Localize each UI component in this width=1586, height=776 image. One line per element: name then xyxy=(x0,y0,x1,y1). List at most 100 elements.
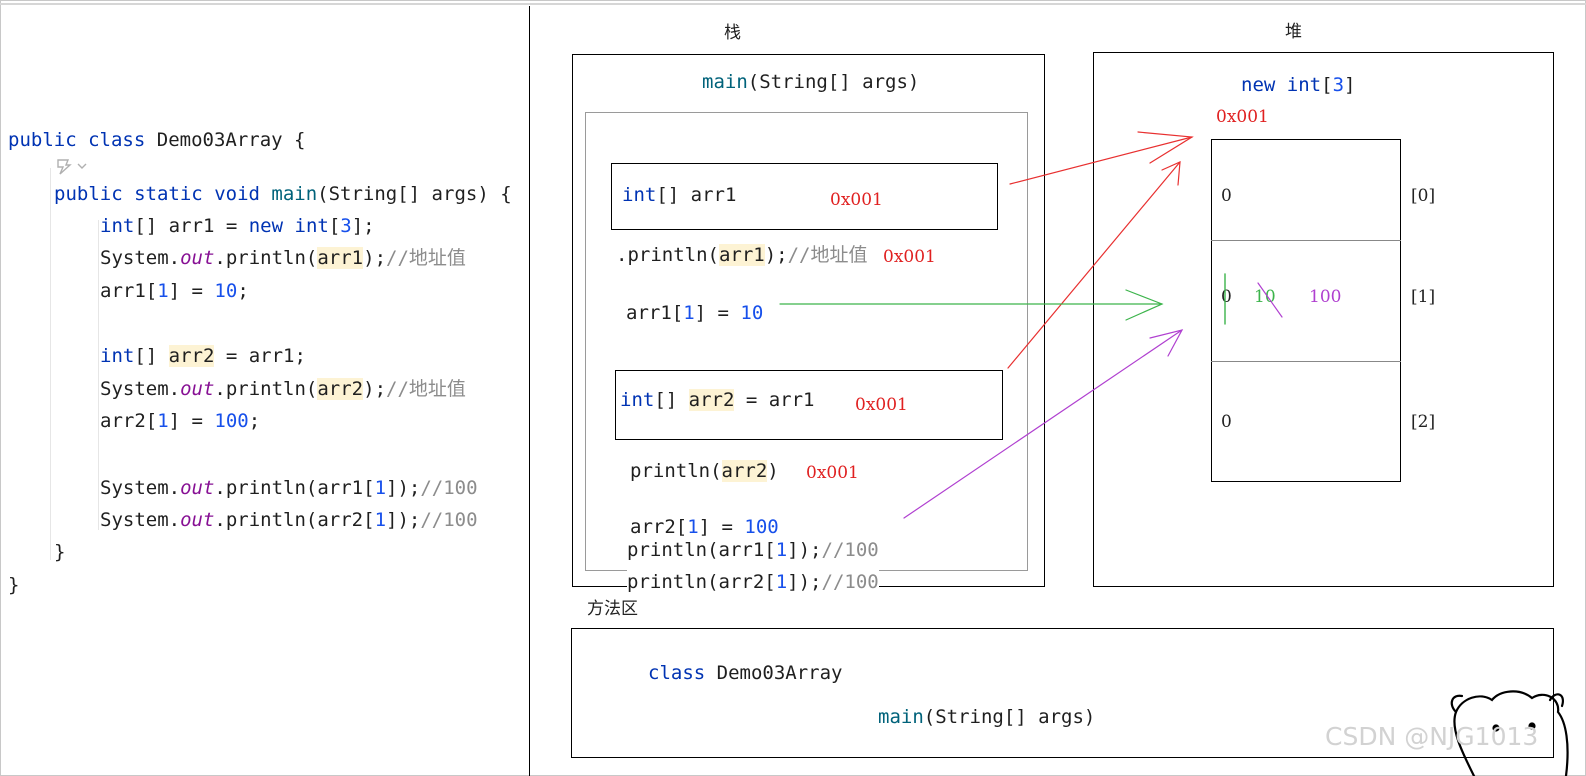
code-line-close-inner: } xyxy=(54,540,65,564)
bear-outline xyxy=(1453,690,1569,776)
code-token: { xyxy=(294,129,306,151)
code-token: System. xyxy=(100,477,181,499)
heap-address: 0x001 xyxy=(1216,107,1269,127)
code-token: ]); xyxy=(386,509,421,531)
println1-address: 0x001 xyxy=(883,247,936,267)
code-token: ] = xyxy=(694,302,741,324)
code-token: .println( xyxy=(616,244,719,266)
cartoon-bear xyxy=(1450,690,1569,776)
code-token: 1 xyxy=(374,509,387,531)
code-token: arr2 xyxy=(168,345,215,367)
code-token: 1 xyxy=(775,571,788,593)
code-token: ] = xyxy=(168,280,215,302)
heap-box xyxy=(1093,52,1554,587)
code-token: arr2 xyxy=(317,378,364,400)
watermark: CSDN @NJG1013 xyxy=(1325,722,1539,751)
indent-guide xyxy=(50,168,51,560)
code-token: ] = xyxy=(168,410,215,432)
arr2-declaration: int[] arr2 = arr1 xyxy=(620,388,815,412)
code-token: 3 xyxy=(1332,74,1345,96)
code-token: ); xyxy=(363,378,387,400)
stack-println-arr1: .println(arr1);//地址值 xyxy=(616,243,868,267)
code-token: .println(arr2[ xyxy=(214,509,375,531)
code-token: [] arr1 = xyxy=(134,215,249,237)
code-token: ] = xyxy=(698,516,745,538)
code-comment: //100 xyxy=(821,571,879,593)
code-token: //地址值 xyxy=(386,247,466,269)
code-token: } xyxy=(8,574,20,596)
code-token: [] xyxy=(654,389,689,411)
code-token: 1 xyxy=(374,477,387,499)
code-token: .println( xyxy=(214,378,318,400)
cell-1-value-10: 10 xyxy=(1254,287,1276,307)
code-token: 1 xyxy=(687,516,699,538)
code-token: 10 xyxy=(214,280,238,302)
arr1-address: 0x001 xyxy=(830,190,883,210)
code-token: Demo03Array xyxy=(705,662,843,684)
code-token: 1 xyxy=(775,539,788,561)
code-token: out xyxy=(180,509,215,531)
cell-2-index: [2] xyxy=(1411,412,1436,432)
stack-println-arr2: println(arr2) xyxy=(630,459,779,483)
array-cells-box xyxy=(1211,139,1401,482)
code-token: System. xyxy=(100,247,181,269)
stack-assign-arr2: arr2[1] = 100 xyxy=(630,515,779,539)
code-token: [ xyxy=(328,215,341,237)
bear-eye xyxy=(1528,722,1536,730)
code-token: arr1[ xyxy=(100,280,158,302)
method-area-title: 方法区 xyxy=(587,599,638,619)
code-token: = arr1; xyxy=(214,345,306,367)
println2-address: 0x001 xyxy=(806,463,859,483)
code-token: arr1[ xyxy=(626,302,684,324)
code-token: void xyxy=(214,183,260,205)
stack-println-arr2-index: println(arr2[1]);//100 xyxy=(627,570,879,594)
arrow-assign-arr2 xyxy=(903,329,1183,519)
code-token: ); xyxy=(764,244,788,266)
method-area-main: main(String[] args) xyxy=(878,705,1095,729)
code-line: System.out.println(arr2);//地址值 xyxy=(100,377,466,401)
arrow-arr1-to-heap-head xyxy=(1137,131,1194,164)
stack-println-arr1-index: println(arr1[1]);//100 xyxy=(627,538,879,562)
code-token: arr2 xyxy=(688,389,735,411)
code-token: arr1 xyxy=(317,247,364,269)
cell-0-value: 0 xyxy=(1221,186,1232,206)
arrow-assign-arr2-head xyxy=(1149,329,1184,357)
code-token: println(arr2[ xyxy=(627,571,776,593)
code-token: int xyxy=(294,215,329,237)
code-token: int xyxy=(1286,74,1322,96)
bear-eye xyxy=(1492,724,1500,732)
code-comment: //地址值 xyxy=(386,247,466,269)
code-token: new xyxy=(248,215,284,237)
code-comment: //地址值 xyxy=(787,244,868,266)
code-token: class xyxy=(648,662,706,684)
code-line: System.out.println(arr2[1]);//100 xyxy=(100,508,478,532)
code-token: out xyxy=(180,247,215,269)
code-token: ; xyxy=(237,280,249,302)
arr1-declaration: int[] arr1 xyxy=(622,183,736,207)
code-token: out xyxy=(180,378,215,400)
code-token: int xyxy=(620,389,655,411)
code-token: ; xyxy=(248,410,261,432)
code-token: 100 xyxy=(744,516,779,538)
arrow-arr2-to-heap xyxy=(1007,161,1181,369)
arr1-variable-box xyxy=(611,163,998,230)
code-comment: //地址值 xyxy=(386,378,466,400)
indent-guide xyxy=(98,220,99,530)
code-token: arr1 xyxy=(718,244,765,266)
code-token: (String[] args) xyxy=(923,706,1096,728)
top-border xyxy=(0,3,1586,5)
cell-1-value-100: 100 xyxy=(1309,287,1342,307)
cell-divider xyxy=(1211,240,1401,241)
run-gutter-icon[interactable] xyxy=(54,154,88,176)
gutter-icon[interactable] xyxy=(54,154,88,176)
code-line: arr2[1] = 100; xyxy=(100,409,260,433)
code-token: = arr1 xyxy=(734,389,815,411)
code-token: int xyxy=(100,215,135,237)
code-token: main xyxy=(271,183,318,205)
heap-title: 堆 xyxy=(1285,22,1302,42)
bear-ear xyxy=(1548,693,1564,708)
arrow-arr2-to-heap-head xyxy=(1161,161,1181,186)
method-area-class: class Demo03Array xyxy=(648,661,842,685)
code-token: 1 xyxy=(683,302,695,324)
